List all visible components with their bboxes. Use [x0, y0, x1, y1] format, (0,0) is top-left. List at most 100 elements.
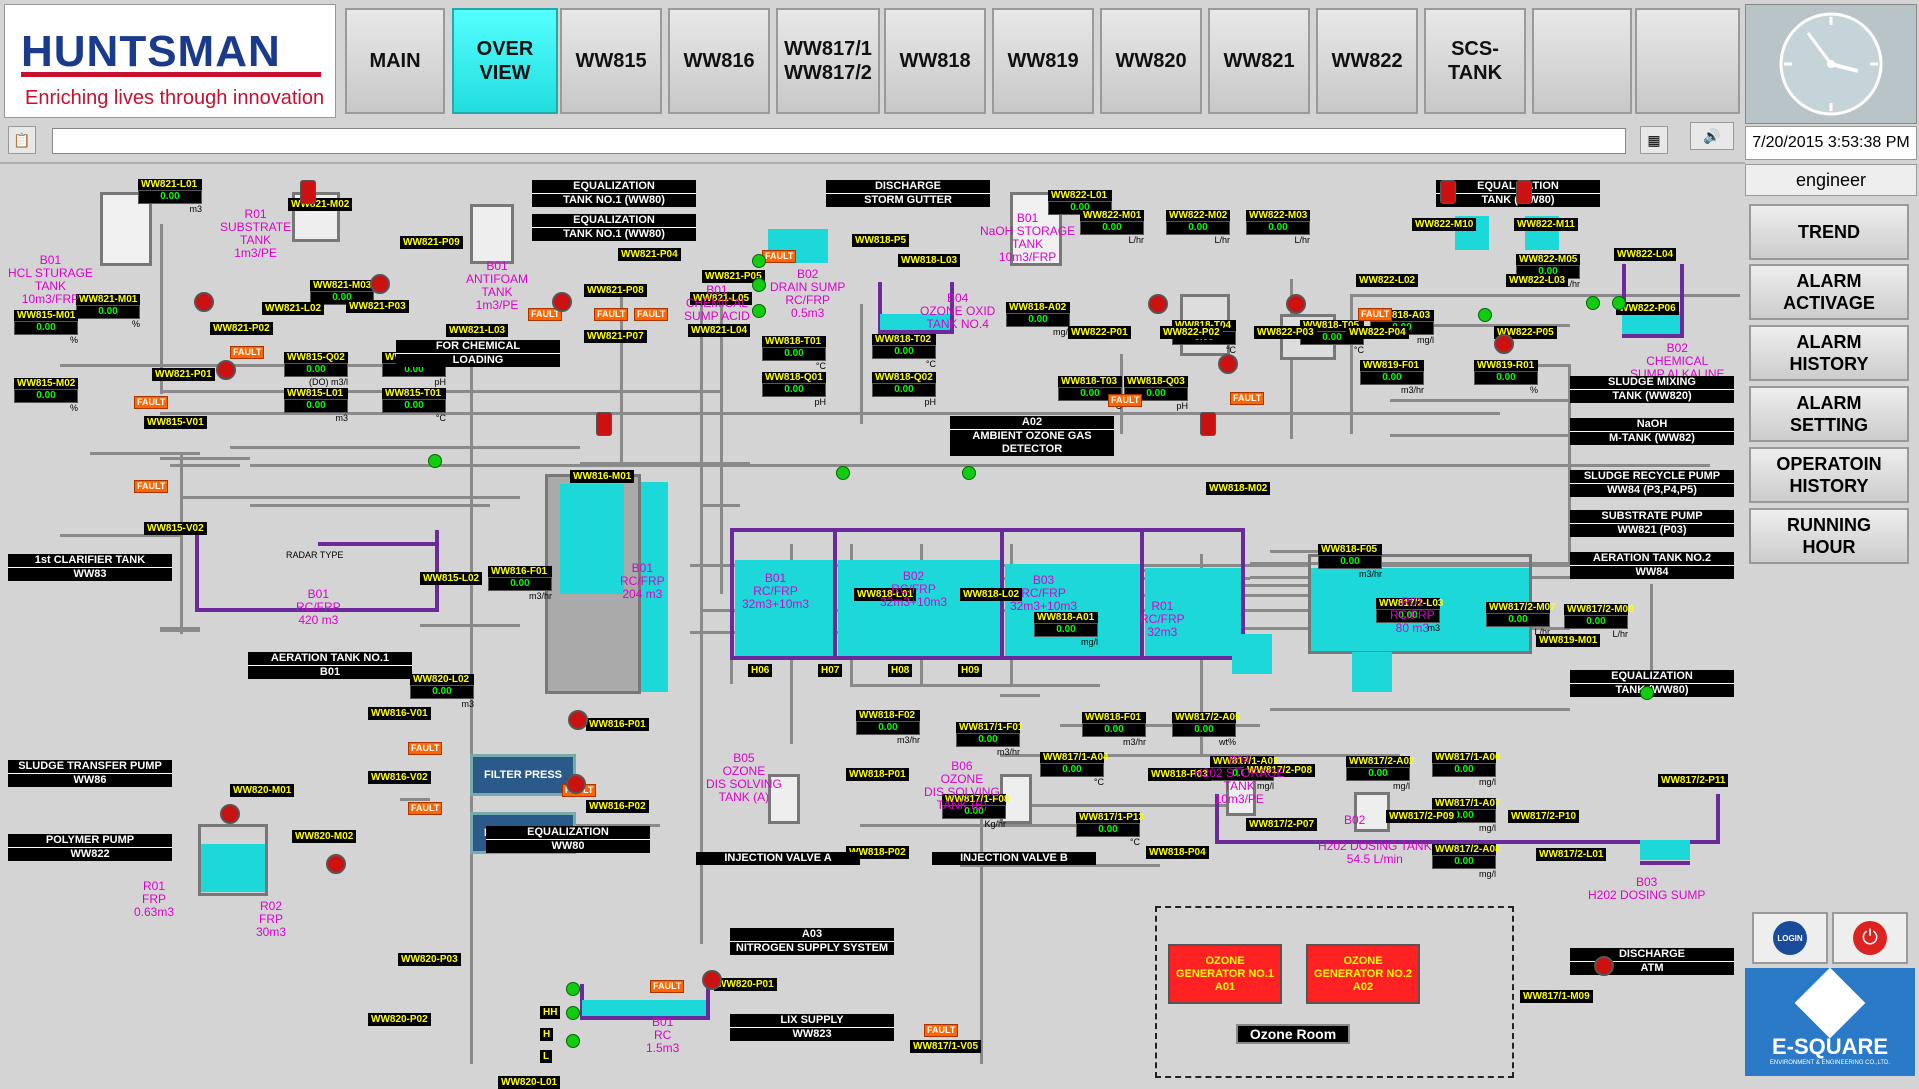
tag-ww818-p02[interactable]: WW818-P02 [846, 846, 909, 859]
tag-ww817-2-p08[interactable]: WW817/2-P08 [1244, 764, 1316, 777]
tag-ww815-l02[interactable]: WW815-L02 [420, 572, 483, 585]
pump-icon[interactable] [1286, 294, 1306, 314]
nav-tab-blank[interactable] [1532, 8, 1632, 114]
pump-icon[interactable] [370, 274, 390, 294]
sidebar-button-trend[interactable]: TREND [1749, 204, 1909, 260]
nav-tab-ww819[interactable]: WW819 [992, 8, 1094, 114]
tag-ww822-l03[interactable]: WW822-L03 [1506, 274, 1569, 287]
sidebar-button-alarm[interactable]: ALARM HISTORY [1749, 325, 1909, 381]
tag-ww822-p03[interactable]: WW822-P03 [1254, 326, 1317, 339]
tag-ww816-v01[interactable]: WW816-V01 [368, 707, 431, 720]
tag-ww821-p05[interactable]: WW821-P05 [702, 270, 765, 283]
mixer-motor-icon[interactable] [300, 180, 316, 204]
tag-ww817-2-l01[interactable]: WW817/2-L01 [1536, 848, 1607, 861]
tag-ww822-p04[interactable]: WW822-P04 [1346, 326, 1409, 339]
mixer-motor-icon[interactable] [596, 412, 612, 436]
mixer-motor-icon[interactable] [1516, 180, 1532, 204]
pump-icon[interactable] [1594, 956, 1614, 976]
nav-tab-ww816[interactable]: WW816 [668, 8, 770, 114]
tag-ww822-p02[interactable]: WW822-P02 [1160, 326, 1223, 339]
ozone-generator-2[interactable]: OZONE GENERATOR NO.2 A02 [1306, 944, 1420, 1004]
tag-ww820-p01[interactable]: WW820-P01 [714, 978, 777, 991]
pump-icon[interactable] [566, 774, 586, 794]
tag-ww821-p08[interactable]: WW821-P08 [584, 284, 647, 297]
tag-ww820-p03[interactable]: WW820-P03 [398, 953, 461, 966]
nav-tab-ww818[interactable]: WW818 [884, 8, 986, 114]
mixer-motor-icon[interactable] [1440, 180, 1456, 204]
pump-icon[interactable] [702, 970, 722, 990]
tag-ww822-p01[interactable]: WW822-P01 [1068, 326, 1131, 339]
pump-icon[interactable] [194, 292, 214, 312]
nav-tab-spare[interactable] [1635, 8, 1740, 114]
tag-ww822-l02[interactable]: WW822-L02 [1356, 274, 1419, 287]
tag-ww822-m10[interactable]: WW822-M10 [1412, 218, 1477, 231]
tag-ww821-l04[interactable]: WW821-L04 [688, 324, 751, 337]
tag-ww822-l04[interactable]: WW822-L04 [1614, 248, 1677, 261]
nav-tab-ww817-1-ww817-2[interactable]: WW817/1 WW817/2 [776, 8, 880, 114]
power-button[interactable]: ⏻ [1832, 912, 1908, 964]
tag-ww817-2-p07[interactable]: WW817/2-P07 [1246, 818, 1318, 831]
tag-ww818-p03[interactable]: WW818-P03 [1148, 768, 1211, 781]
sound-icon[interactable]: 🔊 [1690, 122, 1734, 150]
tag-ww815-v02[interactable]: WW815-V02 [144, 522, 207, 535]
pump-icon[interactable] [1494, 334, 1514, 354]
tag-ww817-1-v05[interactable]: WW817/1-V05 [910, 1040, 982, 1053]
tag-ww815-v01[interactable]: WW815-V01 [144, 416, 207, 429]
nav-tab-ww820[interactable]: WW820 [1100, 8, 1202, 114]
tag-ww817-2-p10[interactable]: WW817/2-P10 [1508, 810, 1580, 823]
tag-ww820-l01[interactable]: WW820-L01 [498, 1076, 561, 1089]
tag-ww821-l03[interactable]: WW821-L03 [446, 324, 509, 337]
tag-ww819-m01[interactable]: WW819-M01 [1536, 634, 1601, 647]
tag-ww816-v02[interactable]: WW816-V02 [368, 771, 431, 784]
filter-press-1[interactable]: FILTER PRESS [470, 754, 576, 796]
pump-icon[interactable] [216, 360, 236, 380]
tag-ww820-m02[interactable]: WW820-M02 [292, 830, 357, 843]
tag-ww818-m02[interactable]: WW818-M02 [1206, 482, 1271, 495]
tag-ww820-p02[interactable]: WW820-P02 [368, 1013, 431, 1026]
tag-ww821-p01[interactable]: WW821-P01 [152, 368, 215, 381]
nav-tab-main[interactable]: MAIN [345, 8, 445, 114]
tag-ww821-p09[interactable]: WW821-P09 [400, 236, 463, 249]
tag-ww822-p06[interactable]: WW822-P06 [1616, 302, 1679, 315]
tag-ww816-p01[interactable]: WW816-P01 [586, 718, 649, 731]
nav-tab-ww821[interactable]: WW821 [1208, 8, 1310, 114]
tag-ww817-2-p11[interactable]: WW817/2-P11 [1658, 774, 1729, 787]
tag-ww818-p04[interactable]: WW818-P04 [1146, 846, 1209, 859]
sidebar-button-alarm[interactable]: ALARM SETTING [1749, 386, 1909, 442]
pump-icon[interactable] [1148, 294, 1168, 314]
tag-ww820-m01[interactable]: WW820-M01 [230, 784, 295, 797]
tag-ww816-m01[interactable]: WW816-M01 [570, 470, 635, 483]
notes-icon[interactable]: 📋 [8, 126, 36, 154]
mixer-motor-icon[interactable] [1200, 412, 1216, 436]
tag-ww816-p02[interactable]: WW816-P02 [586, 800, 649, 813]
